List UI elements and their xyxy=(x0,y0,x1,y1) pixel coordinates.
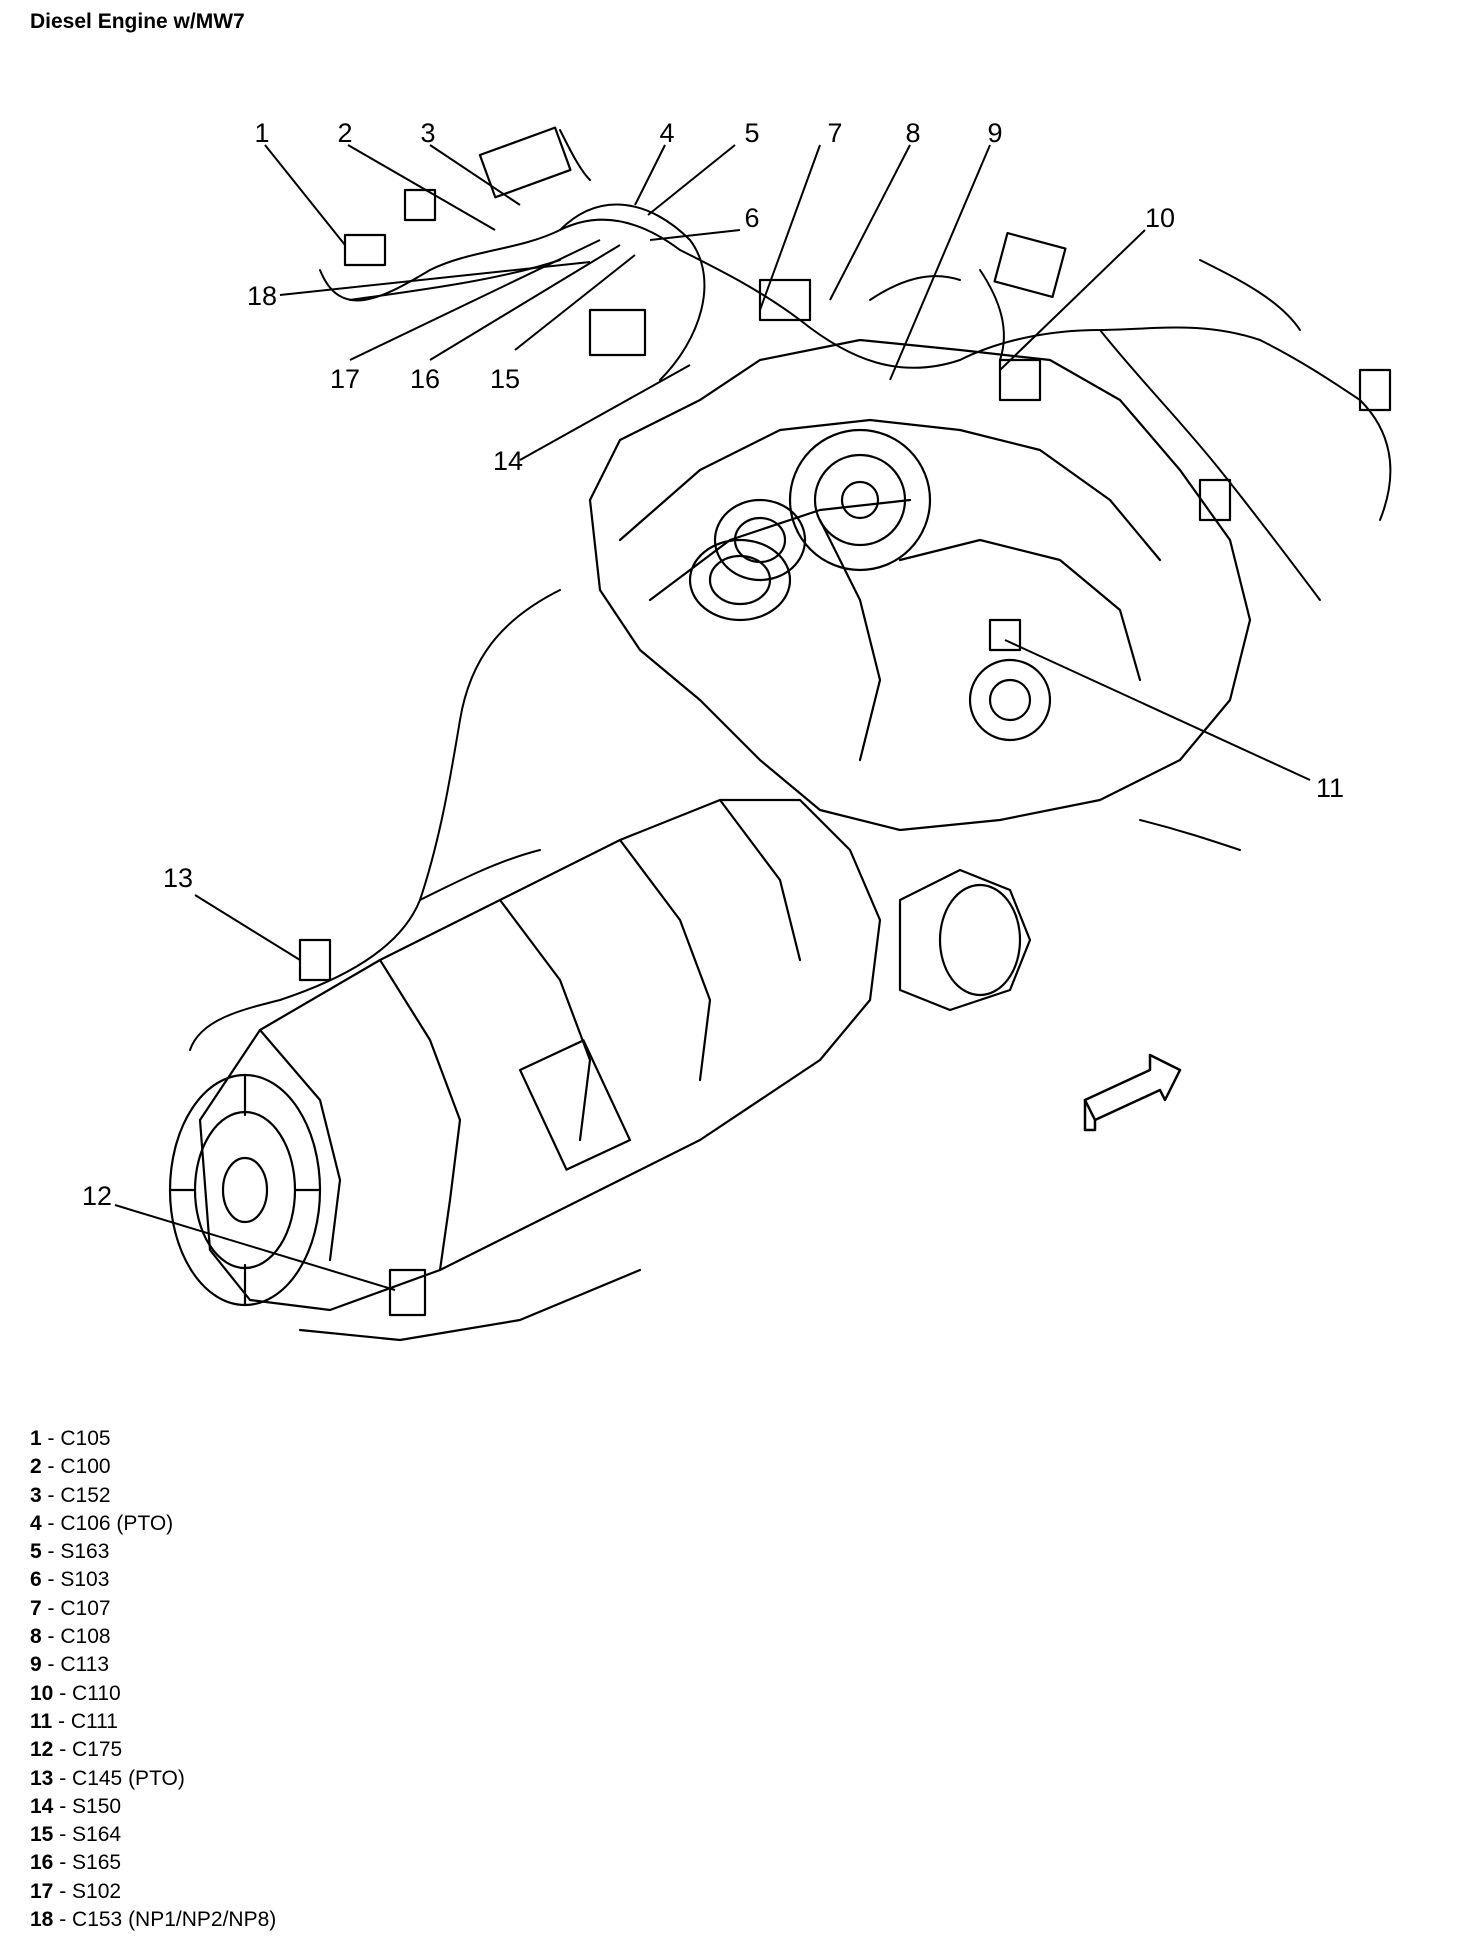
legend-number: 17 xyxy=(30,1879,54,1903)
legend-item: 13 - C145 (PTO) xyxy=(30,1766,185,1790)
legend: 1 - C105 2 - C100 3 - C152 4 - C106 (PTO… xyxy=(30,1425,276,1934)
legend-code: S102 xyxy=(72,1879,122,1903)
output-flange xyxy=(168,1073,322,1307)
callout-7: 7 xyxy=(827,118,842,148)
legend-number: 5 xyxy=(30,1540,42,1564)
legend-item: 16 - S165 xyxy=(30,1851,122,1875)
legend-item: 11 - C111 xyxy=(30,1709,118,1733)
legend-code: C107 xyxy=(60,1596,111,1620)
legend-number: 4 xyxy=(30,1511,42,1535)
legend-code: C153 (NP1/NP2/NP8) xyxy=(72,1908,277,1932)
callout-11: 11 xyxy=(1316,773,1344,803)
callout-14: 14 xyxy=(493,446,523,476)
legend-code: C106 (PTO) xyxy=(60,1511,174,1535)
legend-number: 13 xyxy=(30,1766,54,1790)
legend-number: 12 xyxy=(30,1738,54,1762)
callout-6: 6 xyxy=(744,203,759,233)
diagram-title: Diesel Engine w/MW7 xyxy=(30,10,245,33)
legend-number: 11 xyxy=(30,1709,53,1733)
legend-item: 6 - S103 xyxy=(30,1568,110,1592)
callout-4: 4 xyxy=(659,118,674,148)
legend-item: 3 - C152 xyxy=(30,1483,111,1507)
legend-code: S150 xyxy=(72,1794,122,1818)
legend-code: C175 xyxy=(72,1738,123,1762)
callout-16: 16 xyxy=(410,364,440,394)
legend-code: C113 xyxy=(60,1653,110,1677)
legend-item: 2 - C100 xyxy=(30,1455,111,1479)
legend-code: S163 xyxy=(60,1540,110,1564)
engine-block xyxy=(588,338,1252,832)
legend-number: 6 xyxy=(30,1568,42,1592)
legend-number: 16 xyxy=(30,1851,54,1875)
legend-code: S164 xyxy=(72,1823,122,1847)
callout-9: 9 xyxy=(987,118,1002,148)
legend-code: S165 xyxy=(72,1851,122,1875)
legend-item: 5 - S163 xyxy=(30,1540,110,1564)
callout-12: 12 xyxy=(82,1181,112,1211)
legend-item: 4 - C106 (PTO) xyxy=(30,1511,174,1535)
legend-code: S103 xyxy=(60,1568,110,1592)
callout-5: 5 xyxy=(744,118,759,148)
legend-item: 17 - S102 xyxy=(30,1879,122,1903)
legend-item: 9 - C113 xyxy=(30,1653,110,1677)
legend-number: 7 xyxy=(30,1596,42,1620)
legend-number: 1 xyxy=(30,1427,42,1450)
callout-3: 3 xyxy=(420,118,435,148)
callout-13: 13 xyxy=(163,863,193,893)
callout-17: 17 xyxy=(330,364,360,394)
legend-item: 8 - C108 xyxy=(30,1625,111,1649)
legend-number: 3 xyxy=(30,1483,42,1507)
legend-number: 9 xyxy=(30,1653,42,1677)
legend-number: 18 xyxy=(30,1908,54,1932)
legend-item: 7 - C107 xyxy=(30,1596,111,1620)
legend-code: C111 xyxy=(70,1709,118,1733)
legend-number: 15 xyxy=(30,1823,54,1847)
legend-code: C152 xyxy=(60,1483,111,1507)
callout-2: 2 xyxy=(337,118,352,148)
legend-item: 1 - C105 xyxy=(30,1427,111,1450)
callout-8: 8 xyxy=(905,118,920,148)
leader-lines xyxy=(114,144,1311,1291)
legend-item: 15 - S164 xyxy=(30,1823,122,1847)
starter-motor xyxy=(898,868,1032,1012)
legend-item: 18 - C153 (NP1/NP2/NP8) xyxy=(30,1908,277,1932)
front-arrow-icon xyxy=(1083,1053,1182,1132)
callout-10: 10 xyxy=(1145,203,1175,233)
legend-number: 10 xyxy=(30,1681,54,1705)
legend-code: C108 xyxy=(60,1625,111,1649)
legend-number: 2 xyxy=(30,1455,42,1479)
legend-code: C110 xyxy=(72,1681,121,1705)
legend-code: C100 xyxy=(60,1455,111,1479)
callouts: 1 2 3 4 5 6 7 8 9 10 11 12 13 14 15 16 1… xyxy=(82,118,1344,1211)
callout-18: 18 xyxy=(247,281,277,311)
engine-diagram: 1 2 3 4 5 6 7 8 9 10 11 12 13 14 15 16 1… xyxy=(82,118,1392,1342)
legend-item: 14 - S150 xyxy=(30,1794,122,1818)
legend-number: 14 xyxy=(30,1794,54,1818)
legend-item: 10 - C110 xyxy=(30,1681,121,1705)
legend-code: C145 (PTO) xyxy=(72,1766,185,1790)
legend-number: 8 xyxy=(30,1625,42,1649)
wiring-harness xyxy=(189,129,1392,1051)
legend-item: 12 - C175 xyxy=(30,1738,123,1762)
callout-1: 1 xyxy=(254,118,269,148)
transmission xyxy=(198,798,882,1342)
callout-15: 15 xyxy=(490,364,520,394)
turbocharger xyxy=(713,428,932,582)
legend-code: C105 xyxy=(60,1427,111,1450)
